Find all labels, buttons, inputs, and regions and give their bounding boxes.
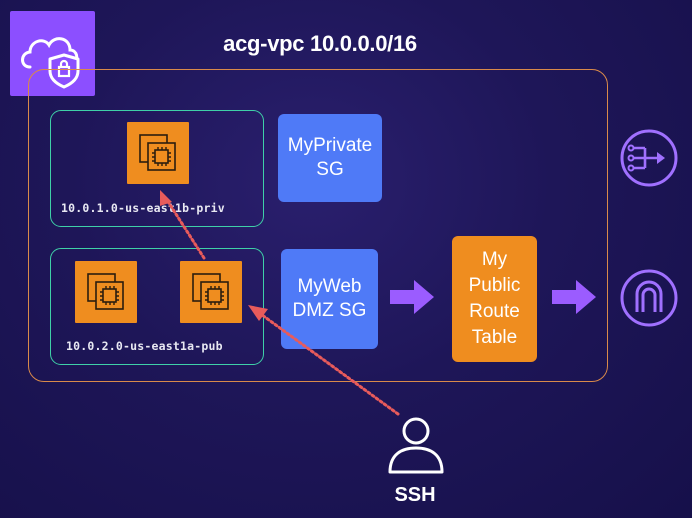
ec2-instance-icon bbox=[75, 261, 137, 323]
security-group-private: MyPrivate SG bbox=[278, 114, 382, 202]
ec2-instance-icon bbox=[180, 261, 242, 323]
user-icon bbox=[388, 417, 444, 474]
subnet-private bbox=[50, 110, 264, 227]
nat-gateway-icon bbox=[620, 129, 678, 187]
security-group-web-dmz-label: MyWeb DMZ SG bbox=[292, 276, 367, 321]
vpc-boundary bbox=[28, 69, 608, 382]
vpc-cloud-shield-icon bbox=[10, 11, 95, 96]
internet-gateway-icon bbox=[620, 269, 678, 327]
arrowhead-icon bbox=[160, 190, 172, 206]
subnet-private-label: 10.0.1.0-us-east1b-priv bbox=[61, 201, 225, 215]
subnet-public bbox=[50, 248, 264, 365]
arrow-right-icon bbox=[390, 280, 434, 314]
ssh-label: SSH bbox=[394, 484, 436, 506]
arrowhead-icon bbox=[248, 305, 268, 321]
arrow-right-icon bbox=[552, 280, 596, 314]
security-group-private-label: MyPrivate SG bbox=[287, 135, 373, 180]
subnet-public-label: 10.0.2.0-us-east1a-pub bbox=[66, 339, 223, 353]
route-table: My Public Route Table bbox=[452, 236, 537, 362]
route-table-label: My Public Route Table bbox=[468, 249, 521, 348]
security-group-web-dmz: MyWeb DMZ SG bbox=[281, 249, 378, 349]
vpc-title: acg-vpc 10.0.0.0/16 bbox=[223, 31, 417, 56]
ec2-instance-icon bbox=[127, 122, 189, 184]
